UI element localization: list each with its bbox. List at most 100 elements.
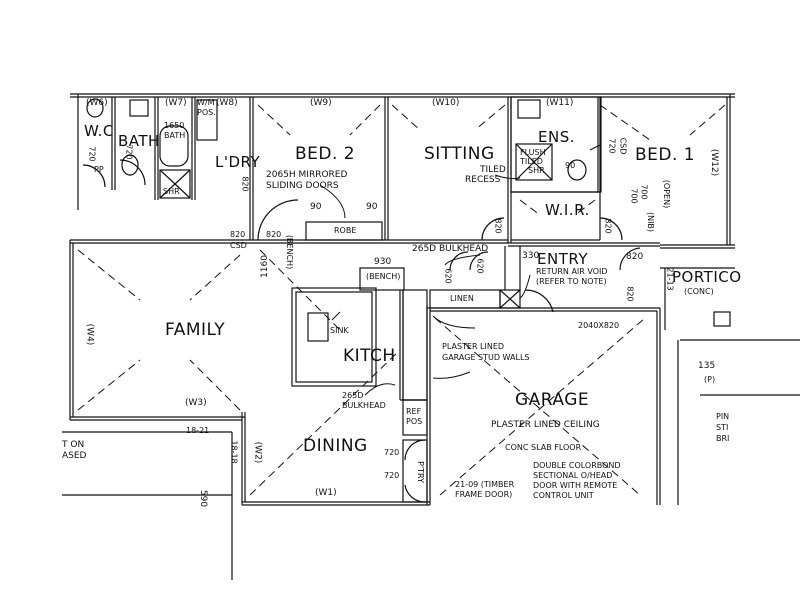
- room-ensuite: ENS.: [538, 128, 575, 146]
- dim-720-dining-1: 720: [384, 448, 400, 457]
- bench-label-2: (BENCH): [285, 234, 295, 270]
- slab-floor-note: CONC SLAB FLOOR: [505, 443, 582, 452]
- pp-label: PP: [94, 165, 104, 174]
- ens-door-width: 720: [607, 138, 617, 154]
- left-note-2: ASED: [62, 451, 87, 461]
- room-bath: BATH: [118, 132, 160, 150]
- room-kitchen: KITCH: [343, 346, 396, 366]
- bath-size-note: 1650: [164, 121, 185, 130]
- dim-90-ens: 90: [565, 161, 576, 170]
- dim-820-entry: 820: [626, 252, 644, 262]
- dim-930: 930: [374, 257, 392, 267]
- dim-700-a: 700: [629, 188, 639, 204]
- front-door-size: 2040X820: [578, 321, 620, 330]
- washing-machine-label: W/M: [197, 98, 215, 107]
- nib-label: (NIB): [646, 211, 656, 233]
- open-label: (OPEN): [662, 179, 672, 209]
- linen-label: LINEN: [450, 294, 474, 303]
- room-wir: W.I.R.: [545, 201, 590, 219]
- window-tag-w2: (W2): [252, 441, 263, 464]
- garage-stud-walls-note: GARAGE STUD WALLS: [442, 353, 530, 362]
- dim-590: 590: [198, 489, 209, 508]
- right-sti-label: STI: [716, 423, 729, 432]
- window-tag-w7: (W7): [165, 98, 187, 108]
- dim-820-sitting: 820: [493, 218, 503, 234]
- right-p-label: (P): [704, 375, 716, 384]
- dim-90-a: 90: [310, 202, 322, 212]
- portico-conc-label: (CONC): [684, 287, 714, 296]
- room-family: FAMILY: [165, 320, 226, 340]
- dim-820-bed2: 820: [266, 230, 282, 239]
- dim-620-a: 620: [443, 268, 453, 284]
- window-tag-w9: (W9): [310, 98, 332, 108]
- room-sitting: SITTING: [424, 144, 495, 164]
- right-pin-label: PIN: [716, 412, 730, 421]
- dim-720-bath: 720: [124, 144, 134, 160]
- dim-820-entry-2: 820: [625, 286, 635, 302]
- plaster-ceiling-note: PLASTER LINED CEILING: [491, 420, 600, 430]
- timber-door-note: 21-09 (TIMBER: [455, 480, 515, 489]
- flush-tiled-note: TILED: [520, 157, 543, 166]
- left-note-1: T ON: [62, 440, 85, 450]
- bench-label: (BENCH): [366, 272, 401, 281]
- room-dining: DINING: [303, 436, 368, 456]
- room-portico: PORTICO: [672, 268, 742, 286]
- sliding-doors-note: SLIDING DOORS: [266, 181, 339, 191]
- dim-1160: 1160: [259, 255, 270, 278]
- garage-door-note-4: CONTROL UNIT: [533, 491, 594, 500]
- plaster-lined-note: PLASTER LINED: [442, 342, 505, 351]
- return-air-note: RETURN AIR VOID: [536, 267, 608, 276]
- shower-label: SHR: [163, 187, 180, 196]
- dim-90-b: 90: [366, 202, 378, 212]
- garage-door-note-1: DOUBLE COLORBOND: [533, 461, 621, 470]
- flush-shower-note: SHR: [528, 166, 545, 175]
- fridge-pos-label: POS: [406, 417, 423, 426]
- kitchen-bulkhead-note-2: BULKHEAD: [342, 401, 386, 410]
- room-bed-1: BED. 1: [635, 145, 696, 165]
- dim-csd-label: CSD: [230, 241, 247, 250]
- dim-820-laundry: 820: [240, 176, 250, 192]
- window-tag-w6: (W6): [86, 98, 108, 108]
- window-tag-w4: (W4): [84, 323, 95, 346]
- window-tag-w8: (W8): [216, 98, 238, 108]
- window-tag-w1: (W1): [315, 488, 337, 498]
- dim-720-wc: 720: [87, 146, 97, 162]
- dim-18-18: 18-18: [229, 440, 239, 464]
- dim-700-b: 700: [639, 184, 649, 200]
- robe-label: ROBE: [334, 226, 357, 235]
- ens-csd-label: CSD: [618, 137, 628, 155]
- tiled-recess-note: TILED: [480, 165, 506, 175]
- dim-820-csd: 820: [230, 230, 246, 239]
- flush-note: FLUSH: [520, 148, 546, 157]
- room-laundry: L'DRY: [215, 153, 261, 171]
- garage-door-note-2: SECTIONAL O/HEAD: [533, 471, 613, 480]
- dim-620-b: 620: [475, 258, 485, 274]
- right-dim-135: 135: [698, 361, 716, 371]
- window-tag-w3: (W3): [185, 398, 207, 408]
- window-tag-w10: (W10): [432, 98, 460, 108]
- timber-frame-note: FRAME DOOR): [455, 490, 513, 499]
- room-bed-2: BED. 2: [295, 144, 356, 164]
- recess-note: RECESS: [465, 175, 501, 185]
- sink-label: SINK: [330, 326, 349, 335]
- fridge-label: REF: [406, 407, 422, 416]
- washing-machine-pos-label: POS.: [197, 108, 216, 117]
- right-bri-label: BRI: [716, 434, 730, 443]
- window-tag-w11: (W11): [546, 98, 574, 108]
- bulkhead-note: 265D BULKHEAD: [412, 244, 489, 254]
- kitchen-bulkhead-note: 265D: [342, 391, 364, 400]
- refer-note: (REFER TO NOTE): [536, 277, 607, 286]
- dim-820-wir: 820: [603, 218, 613, 234]
- room-wc: W.C: [84, 122, 114, 140]
- bath-fixture-label: BATH: [164, 131, 186, 140]
- pantry-label: P'TRY: [415, 461, 425, 483]
- dim-21-13: 21-13: [665, 267, 675, 291]
- mirrored-doors-note: 2065H MIRRORED: [266, 170, 348, 180]
- dim-720-dining-2: 720: [384, 471, 400, 480]
- room-entry: ENTRY: [537, 250, 588, 268]
- window-tag-w12: (W12): [709, 148, 720, 177]
- dim-330: 330: [522, 251, 540, 261]
- garage-door-note-3: DOOR WITH REMOTE: [533, 481, 618, 490]
